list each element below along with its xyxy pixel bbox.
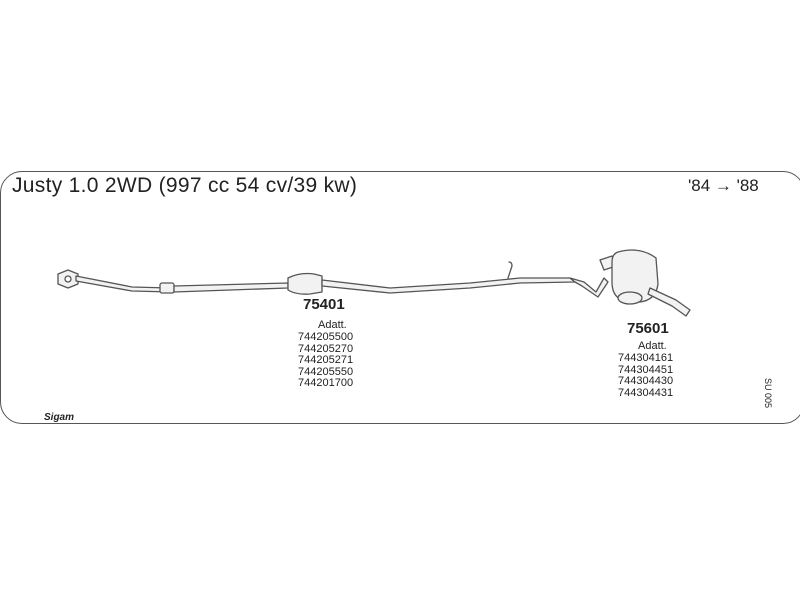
mid-pipe — [321, 277, 576, 294]
reference-number: 744205550 — [298, 365, 354, 378]
reference-number: 744201700 — [298, 377, 354, 389]
reference-number: 744205271 — [298, 354, 354, 366]
tailpipe — [647, 287, 691, 317]
reference-list-75401: 744205500 744205270 744205271 744205550 … — [298, 331, 354, 390]
reference-list-75601: 744304161 744304451 744304430 744304431 — [618, 352, 674, 399]
flange-hole — [64, 275, 72, 283]
part-block-75401: 75401 — [303, 296, 345, 313]
reference-number: 744205270 — [298, 342, 354, 355]
rear-pipe — [569, 277, 609, 298]
front-pipe — [75, 275, 173, 293]
adapt-label: Adatt. — [318, 319, 347, 331]
part-code: 75601 — [627, 320, 669, 337]
reference-number: 744304431 — [618, 386, 674, 399]
model-years: '84 → '88 — [688, 176, 759, 195]
muffler-end-cap — [617, 291, 643, 305]
reference-number: 744304430 — [618, 375, 674, 387]
reference-number: 744205500 — [298, 331, 354, 343]
pipe-joint — [159, 282, 175, 294]
part-code: 75401 — [303, 296, 345, 313]
adapt-label: Adatt. — [638, 340, 667, 352]
brand-logo: Sigam — [44, 412, 75, 423]
hanger-hook — [507, 261, 513, 279]
diagram-title: Justy 1.0 2WD (997 cc 54 cv/39 kw) — [12, 174, 358, 197]
reference-number: 744304161 — [618, 352, 674, 364]
reference-number: 744304451 — [618, 363, 674, 376]
diagram-frame — [0, 171, 800, 424]
centre-resonator — [287, 272, 323, 295]
part-block-75601: 75601 — [627, 320, 669, 337]
intermediate-pipe — [173, 282, 289, 293]
reference-code: SU 005 — [763, 378, 773, 409]
